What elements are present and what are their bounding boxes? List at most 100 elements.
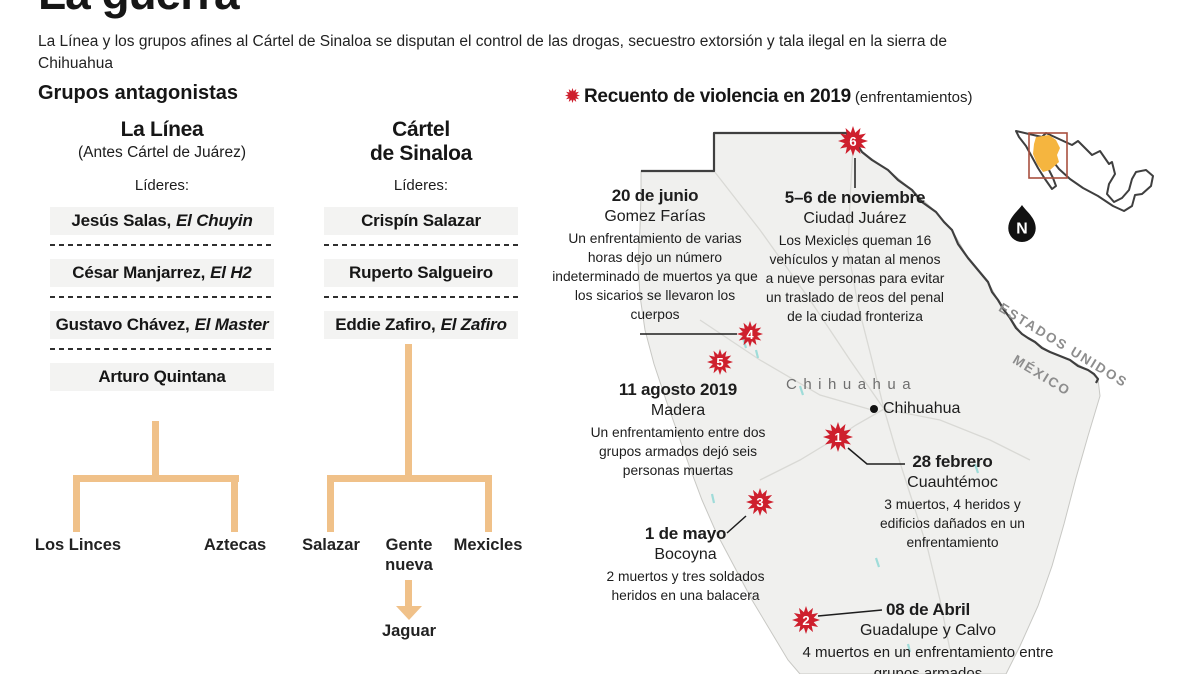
event-place: Bocoyna [654,546,717,563]
leader-lines [640,158,905,617]
map-section-header: Recuento de violencia en 2019 (enfrentam… [565,86,972,108]
city-name: Chihuahua [883,400,961,417]
sinaloa-leaders-label: Líderes: [393,177,449,195]
starburst-icon [565,88,580,103]
leader-row: Arturo Quintana [50,363,274,392]
event-20-junio: 20 de junio Gomez Farías Un enfrentamien… [552,186,758,324]
divider [50,296,274,299]
divider [50,348,274,351]
event-place: Ciudad Juárez [803,210,907,227]
leader-alias: El Chuyin [176,211,253,231]
arrow-shaft [405,580,412,608]
marker-number: 1 [834,429,842,445]
event-description: 4 muertos en un enfrentamiento entre gru… [802,644,1054,674]
tree-line [485,475,492,532]
event-date: 28 febrero [912,452,993,471]
tree-line [327,475,334,532]
la-linea-name: La Línea [120,118,204,141]
event-place: Madera [650,402,706,419]
leader-name: Arturo Quintana [98,367,226,387]
groups-section-title: Grupos antagonistas [38,82,239,104]
sinaloa-column: Cártel de Sinaloa Líderes: Crispín Salaz… [324,118,518,340]
map-section-title: Recuento de violencia en 2019 [584,86,851,107]
event-place: Guadalupe y Calvo [859,622,997,639]
event-description: 2 muertos y tres soldados heridos en una… [606,569,765,604]
sinaloa-name-line1: Cártel [392,118,450,141]
event-description: Los Mexicles queman 16 vehículos y matan… [765,233,945,325]
tree-line [405,344,412,482]
map-marker-3: 3 [746,488,774,516]
event-date: 20 de junio [611,186,699,205]
event-description: Un enfrentamiento entre dos grupos armad… [590,425,766,479]
mexico-inset-map [1015,130,1154,212]
leader-row: Gustavo Chávez, El Master [50,311,274,340]
leader-name: César Manjarrez, [72,263,206,283]
divider [324,296,518,299]
branch-los-linces: Los Linces [34,536,122,554]
event-date: 08 de Abril [885,600,971,619]
leader-alias: El Master [194,315,269,335]
leader-name: Crispín Salazar [361,211,481,231]
leader-row: César Manjarrez, El H2 [50,259,274,288]
page-title: La guerra [38,0,240,16]
chihuahua-highlight [1033,135,1060,172]
divider [324,244,518,247]
event-place: Gomez Farías [604,208,706,225]
event-5-6-noviembre: 5–6 de noviembre Ciudad Juárez Los Mexic… [757,188,953,326]
leader-row: Jesús Salas, El Chuyin [50,207,274,236]
event-description: Un enfrentamiento de varias horas dejo u… [552,231,758,323]
tree-line [73,475,239,482]
map-marker-4: 4 [737,321,763,347]
leader-name: Jesús Salas, [71,211,172,231]
arrow-down-icon [396,606,422,620]
city-label: Chihuahua [870,400,960,418]
tree-line [327,475,492,482]
la-linea-column: La Línea (Antes Cártel de Juárez) Lídere… [50,118,274,392]
branch-jaguar: Jaguar [381,622,437,640]
tree-line [152,421,159,477]
leader-row: Ruperto Salgueiro [324,259,518,288]
leader-alias: El H2 [210,263,252,283]
leader-name: Ruperto Salgueiro [349,263,493,283]
leader-row: Crispín Salazar [324,207,518,236]
branch-salazar: Salazar [302,536,360,554]
leader-row: Eddie Zafiro, El Zafiro [324,311,518,340]
divider [50,244,274,247]
event-place: Cuauhtémoc [907,474,998,491]
event-date: 5–6 de noviembre [784,188,926,207]
map-marker-6: 6 [838,126,868,156]
marker-number: 6 [849,133,857,149]
la-linea-leaders-label: Líderes: [134,177,190,195]
city-dot-icon [870,405,878,413]
event-date: 11 agosto 2019 [618,380,738,399]
marker-number: 3 [756,494,764,510]
inset-focus-rect [1028,132,1068,179]
map-marker-2: 2 [792,606,820,634]
event-08-abril: 08 de Abril Guadalupe y Calvo 4 muertos … [780,600,1076,674]
leader-name: Eddie Zafiro, [335,315,436,335]
tree-line [231,475,238,532]
north-compass-icon: N [1008,205,1036,242]
event-1-mayo: 1 de mayo Bocoyna 2 muertos y tres solda… [588,524,783,605]
leader-name: Gustavo Chávez, [55,315,190,335]
sinaloa-name-line2: de Sinaloa [369,142,473,166]
branch-mexicles: Mexicles [453,536,523,554]
page-subtitle: La Línea y los grupos afines al Cártel d… [38,33,948,72]
la-linea-former-name: (Antes Cártel de Juárez) [78,144,246,162]
event-28-febrero: 28 febrero Cuauhtémoc 3 muertos, 4 herid… [855,452,1050,552]
leader-alias: El Zafiro [440,315,507,335]
chihuahua-map [637,131,1101,674]
event-11-agosto: 11 agosto 2019 Madera Un enfrentamiento … [570,380,786,480]
branch-aztecas: Aztecas [203,536,267,554]
tree-line [73,475,80,532]
marker-number: 2 [802,612,810,628]
us-border-line [641,131,1100,384]
event-description: 3 muertos, 4 heridos y edificios dañados… [880,497,1025,551]
branch-gente-nueva: Gente nueva [385,536,433,574]
marker-number: 5 [716,354,724,370]
map-marker-5: 5 [707,349,733,375]
state-name-label: Chihuahua [786,376,918,393]
map-marker-1: 1 [823,422,853,452]
marker-number: 4 [746,326,754,342]
